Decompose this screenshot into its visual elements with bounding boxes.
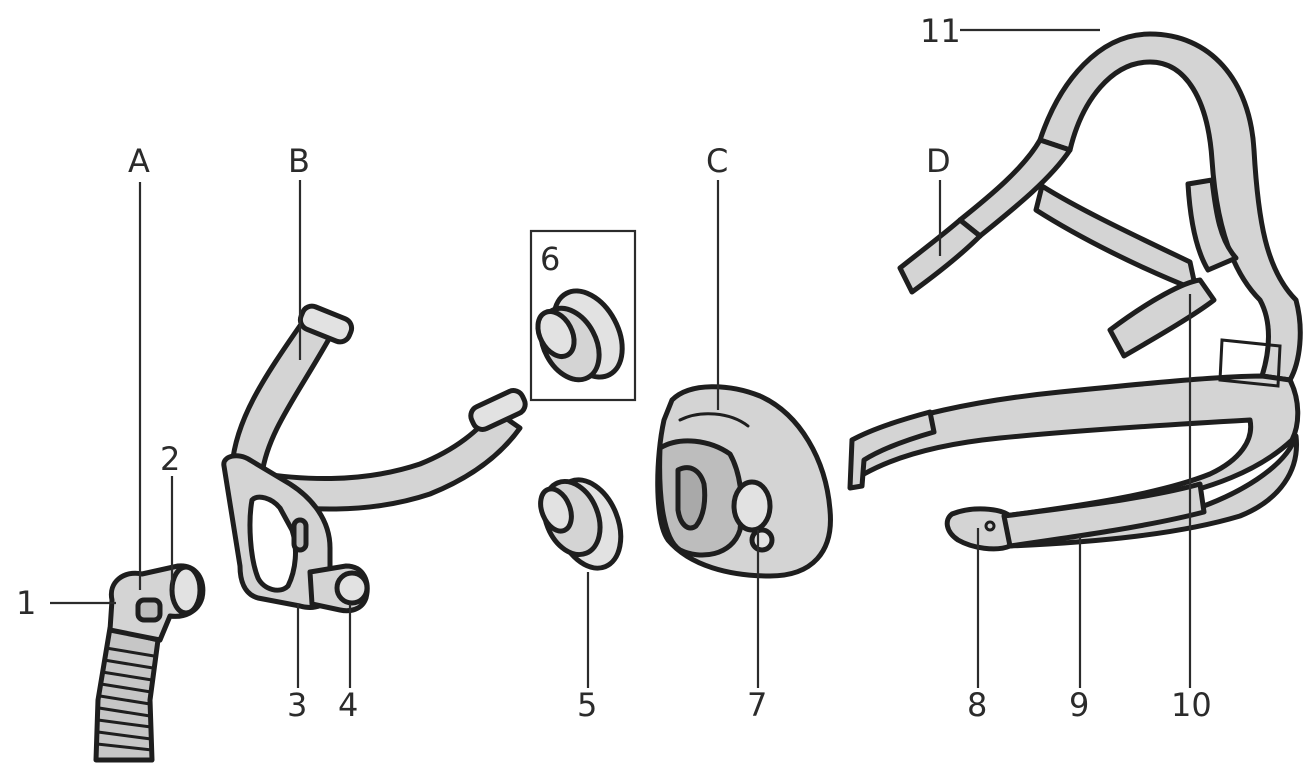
label-9: 9 bbox=[1069, 686, 1089, 724]
tab-10 bbox=[1107, 277, 1217, 359]
label-4: 4 bbox=[338, 686, 358, 724]
label-1: 1 bbox=[16, 584, 36, 622]
part-5-plug bbox=[538, 477, 624, 571]
headgear-cross-strap bbox=[1033, 183, 1199, 293]
frame-lower-arm bbox=[247, 407, 523, 512]
label-3: 3 bbox=[287, 686, 307, 724]
part-b-frame bbox=[221, 303, 528, 614]
frame-slot bbox=[291, 517, 309, 553]
label-2: 2 bbox=[160, 440, 180, 478]
part-6-boxed-plug bbox=[529, 229, 637, 402]
label-b: B bbox=[288, 142, 310, 180]
label-11: 11 bbox=[920, 12, 961, 50]
frame-window bbox=[247, 494, 298, 593]
label-6: 6 bbox=[540, 240, 560, 278]
label-8: 8 bbox=[967, 686, 987, 724]
elbow-port bbox=[169, 564, 203, 616]
tube-ribs bbox=[95, 646, 156, 752]
label-5: 5 bbox=[577, 686, 597, 724]
headgear-crown-strap bbox=[1037, 31, 1303, 383]
leader-lines bbox=[50, 28, 1192, 688]
cushion-valve bbox=[749, 527, 775, 553]
strap-end-hole bbox=[984, 520, 996, 532]
part-c-cushion bbox=[655, 384, 833, 579]
headgear-front-strap-end bbox=[847, 409, 937, 491]
labels: A B C D 1 2 3 4 5 6 7 8 9 10 11 bbox=[16, 12, 1212, 724]
headgear-mid-strap bbox=[1185, 177, 1239, 273]
headgear-lower-band bbox=[849, 373, 1301, 549]
label-7: 7 bbox=[747, 686, 767, 724]
lower-arm-slot bbox=[468, 388, 528, 432]
headgear-label-patch bbox=[1218, 338, 1282, 388]
strap-9 bbox=[1001, 481, 1207, 549]
label-c: C bbox=[706, 142, 728, 180]
elbow-vent bbox=[135, 597, 163, 623]
label-10: 10 bbox=[1171, 686, 1212, 724]
label-a: A bbox=[128, 142, 150, 180]
cushion-opening bbox=[675, 465, 708, 531]
label-d: D bbox=[926, 142, 951, 180]
part-a-elbow-tube bbox=[93, 563, 206, 763]
cushion-port bbox=[731, 479, 773, 533]
connector-port bbox=[334, 570, 370, 606]
cushion-ridge bbox=[678, 412, 750, 428]
part-6-box bbox=[529, 229, 637, 402]
part-d-headgear bbox=[847, 31, 1303, 552]
frame-upper-arm bbox=[229, 317, 337, 477]
upper-arm-slot bbox=[297, 303, 355, 345]
